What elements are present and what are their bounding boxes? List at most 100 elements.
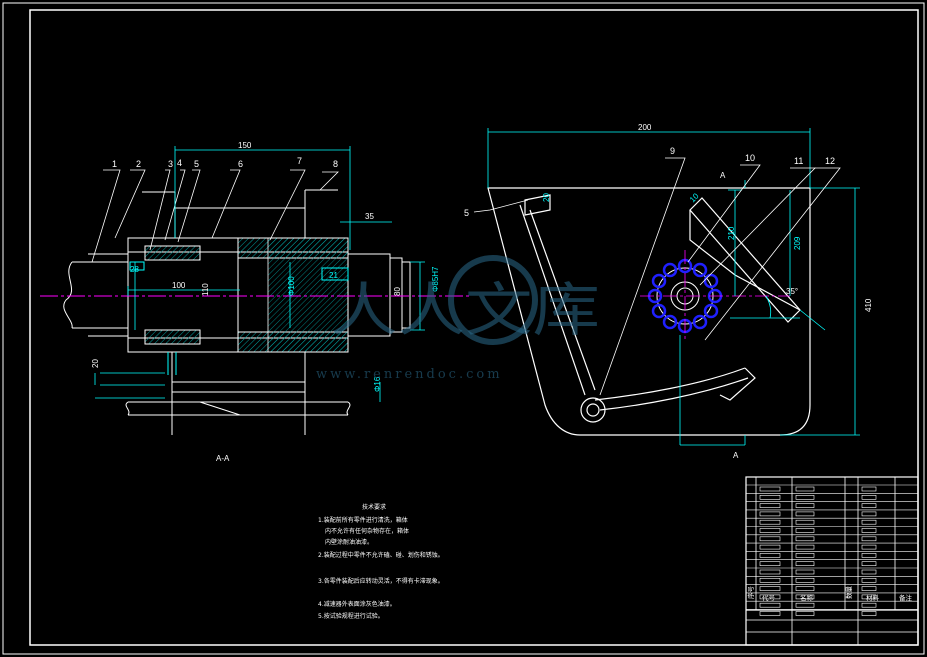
title-block-entry <box>795 577 815 583</box>
title-block-entry <box>795 536 815 542</box>
title-block-entry <box>861 611 877 616</box>
title-block-entry <box>861 503 877 508</box>
gear-tooth <box>692 262 708 278</box>
title-block-entry <box>759 511 781 517</box>
title-block-entry <box>759 586 781 591</box>
title-block-entry <box>795 553 815 558</box>
tech-line-7: 5.按试验规程进行试验。 <box>318 612 384 620</box>
dim-fit-16: Φ16 <box>373 376 382 392</box>
tb-header-code: 代号 <box>762 593 776 602</box>
left-view-labels: 1 2 3 4 5 6 7 8 150 35 100 110 80 28 21 … <box>91 141 440 463</box>
gear-tooth <box>651 273 667 289</box>
tech-line-1: 1.装配前所有零件进行清洗，箱体 <box>318 516 408 524</box>
tech-line-4: 2.装配过程中零件不允许磕、碰、划伤和锈蚀。 <box>318 551 444 559</box>
gear-tooth <box>703 273 719 289</box>
tb-header-qty: 数量 <box>844 586 853 600</box>
tb-header-name: 名称 <box>800 593 814 602</box>
section-mark-a-top: A <box>720 171 726 180</box>
part-3: 3 <box>168 159 173 169</box>
title-block-entry <box>759 569 781 575</box>
watermark: 人人文库 www.renrendoc.com <box>316 255 600 382</box>
title-block-entry <box>861 486 877 492</box>
dim-410: 410 <box>864 298 873 312</box>
title-block-entry <box>795 519 815 525</box>
tech-title: 技术要求 <box>362 503 386 511</box>
part-r11: 11 <box>794 156 803 166</box>
dim-200: 200 <box>638 123 652 132</box>
title-block-entry <box>795 511 815 517</box>
gear-tooth <box>651 303 667 319</box>
dim-fit-85: Φ85H7 <box>431 266 440 292</box>
dim-35: 35 <box>365 212 374 221</box>
right-dimension-lines <box>487 128 860 446</box>
title-block-entry <box>861 594 877 600</box>
inner-border <box>29 9 919 646</box>
title-block-entry <box>795 544 815 550</box>
tech-requirements: 技术要求 1.装配前所有零件进行清洗，箱体 内不允许有任何杂物存在，箱体 内壁涂… <box>318 503 444 620</box>
gear-tooth <box>703 303 719 319</box>
dim-fit-100: Φ100 <box>287 276 296 296</box>
part-1: 1 <box>112 159 117 169</box>
tb-header-note: 备注 <box>899 593 913 602</box>
dim-80: 80 <box>393 287 402 296</box>
part-r5: 5 <box>464 208 469 218</box>
title-block-entry <box>861 553 877 558</box>
title-block-entry <box>795 594 815 600</box>
section-label-aa: A-A <box>216 454 230 463</box>
dim-150: 150 <box>238 141 252 150</box>
tech-line-5: 3.各零件装配后应转动灵活，不得有卡滞现象。 <box>318 577 444 585</box>
part-7: 7 <box>297 156 302 166</box>
title-block-entry <box>795 586 815 591</box>
title-block-entry <box>861 569 877 575</box>
tech-line-6: 4.减速器外表面涂灰色油漆。 <box>318 600 396 608</box>
title-block-entry <box>759 503 781 508</box>
title-block-entry <box>759 594 781 600</box>
title-block-entry <box>759 519 781 525</box>
dim-28: 28 <box>130 265 139 274</box>
watermark-logo-text: 人人文库 <box>330 276 600 344</box>
title-block-entry <box>795 561 815 567</box>
title-block-entry <box>759 553 781 558</box>
part-8: 8 <box>333 159 338 169</box>
part-2: 2 <box>136 159 141 169</box>
title-block-entry <box>861 494 877 500</box>
dim-20: 20 <box>91 359 100 368</box>
title-block-entry <box>795 494 815 500</box>
dim-right-10: 10 <box>688 191 701 204</box>
title-block-entry <box>795 528 815 533</box>
gear-tooth <box>692 314 708 330</box>
part-r10: 10 <box>745 153 755 163</box>
right-leaders <box>473 157 841 396</box>
part-r9: 9 <box>670 146 675 156</box>
part-5: 5 <box>194 159 199 169</box>
title-block-entry <box>861 511 877 517</box>
title-block-entry <box>759 602 781 608</box>
title-block-entry <box>861 544 877 550</box>
part-4: 4 <box>177 158 182 168</box>
title-block-entry <box>759 561 781 567</box>
gear-tooth <box>662 314 678 330</box>
part-6: 6 <box>238 159 243 169</box>
title-block-entry <box>759 486 781 492</box>
title-block-entry <box>795 486 815 492</box>
title-block-entry <box>861 602 877 608</box>
gear-tooth <box>662 262 678 278</box>
title-block-rows <box>746 484 918 616</box>
section-mark-a-bottom: A <box>733 451 739 460</box>
title-block-headers: 序号 代号 名称 数量 材料 备注 <box>746 586 913 603</box>
left-dimension-lines <box>94 146 425 402</box>
dim-210: 210 <box>727 226 736 240</box>
title-block-entry <box>861 586 877 591</box>
dim-angle-35: 35° <box>786 287 798 296</box>
title-block-entry <box>861 577 877 583</box>
right-centerlines <box>640 250 790 340</box>
dim-right-20: 20 <box>542 193 551 202</box>
dim-21: 21 <box>329 271 338 280</box>
left-leaders <box>91 169 339 263</box>
tb-header-material: 材料 <box>866 593 880 602</box>
title-block-entry <box>795 602 815 608</box>
title-block <box>745 476 919 646</box>
tech-line-3: 内壁涂耐油油漆。 <box>325 538 373 546</box>
